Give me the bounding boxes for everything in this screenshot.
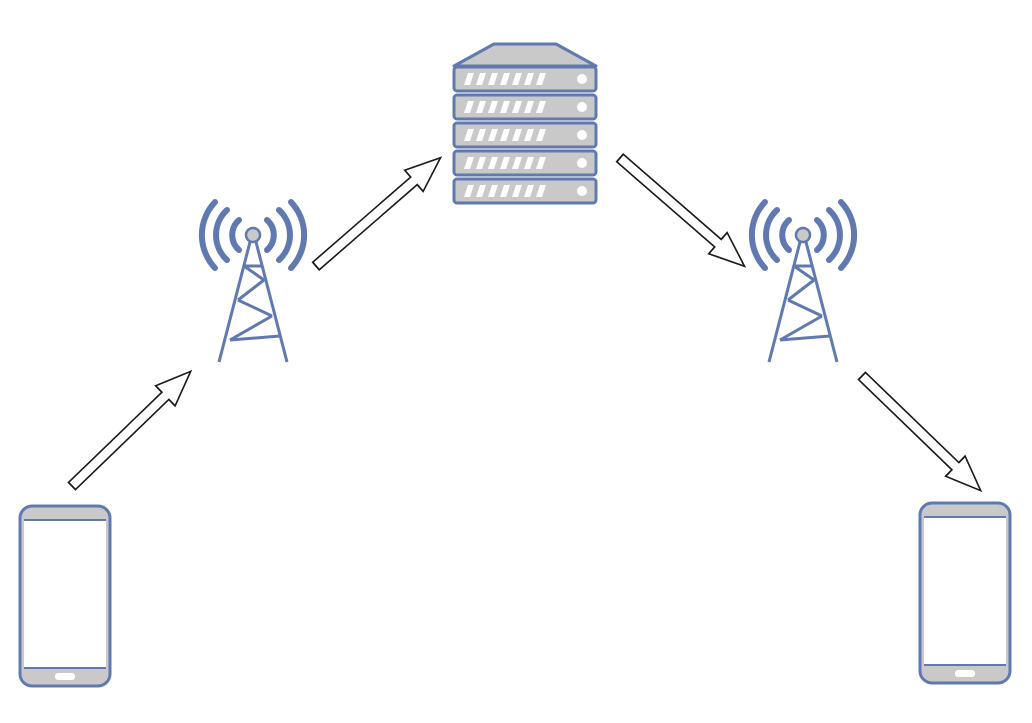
arrow-tower-to-phone (851, 365, 992, 502)
receiver-cell-tower-icon (752, 202, 854, 362)
core-server-rack-icon (452, 42, 598, 205)
arrow-phone-to-tower (61, 360, 202, 497)
receiver-smartphone-icon (918, 501, 1012, 685)
sender-cell-tower-icon (202, 202, 304, 362)
sender-smartphone-icon (18, 504, 112, 688)
arrow-server-to-tower (609, 146, 755, 278)
arrow-tower-to-server (305, 146, 451, 278)
